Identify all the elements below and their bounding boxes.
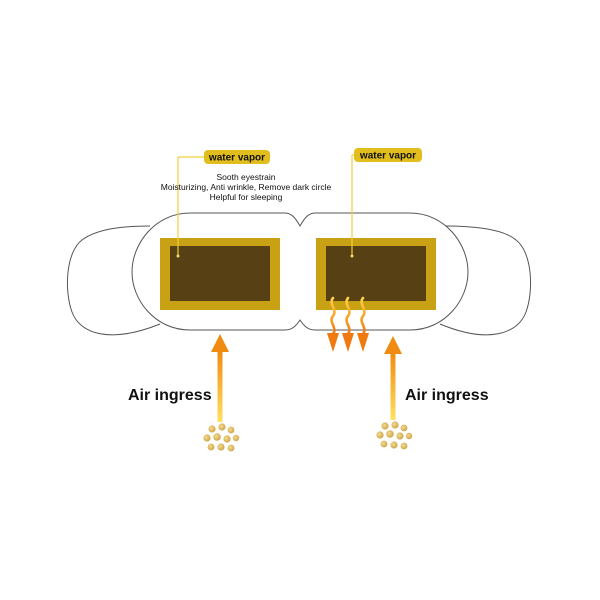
- benefit-1: Sooth eyestrain: [216, 172, 275, 182]
- left-particle-cluster-icon: [203, 423, 240, 452]
- right-heating-pad: [316, 238, 436, 310]
- left-leader-dot: [176, 254, 180, 258]
- left-tag-label: water vapor: [208, 153, 265, 164]
- left-water-vapor-tag: water vapor: [204, 150, 270, 164]
- heat-wave-icon: [330, 296, 366, 336]
- right-air-ingress-label: Air ingress: [405, 387, 489, 404]
- benefits-text: Sooth eyestrain Moisturizing, Anti wrink…: [161, 172, 332, 202]
- left-heating-pad: [160, 238, 280, 310]
- heat-wave-arrowheads: [327, 333, 369, 352]
- right-upward-arrow-icon: [384, 336, 402, 420]
- left-upward-arrow-icon: [211, 334, 229, 422]
- benefit-2: Moisturizing, Anti wrinkle, Remove dark …: [161, 182, 332, 192]
- right-leader-dot: [350, 254, 354, 258]
- right-tag-label: water vapor: [359, 151, 416, 162]
- benefit-3: Helpful for sleeping: [210, 192, 283, 202]
- right-particle-cluster-icon: [376, 421, 413, 450]
- left-air-ingress-label: Air ingress: [128, 387, 212, 404]
- right-water-vapor-tag: water vapor: [354, 148, 422, 162]
